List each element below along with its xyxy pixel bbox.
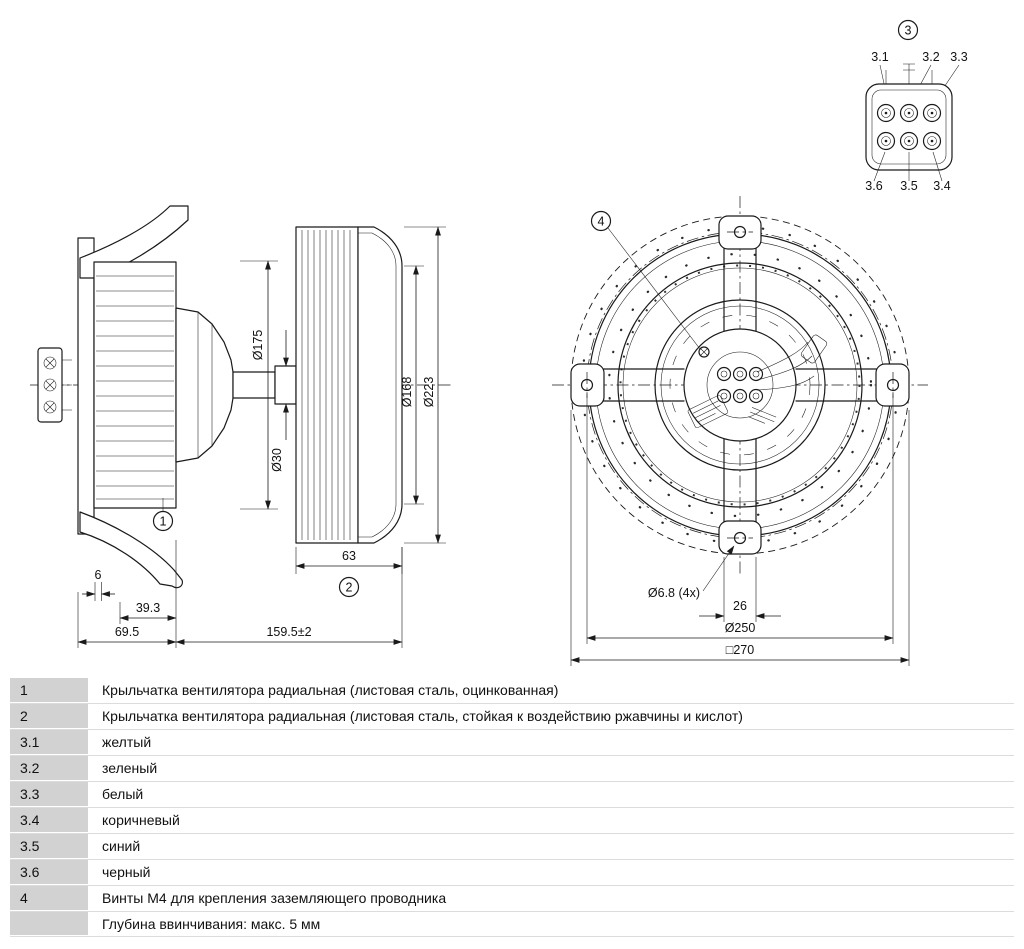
callout-1: 1 xyxy=(160,515,167,529)
legend-text: желтый xyxy=(102,734,152,750)
legend-id: 3.4 xyxy=(10,808,88,833)
shaft xyxy=(232,365,297,405)
inlet-ring xyxy=(654,299,826,471)
motor-bell xyxy=(175,307,234,463)
callout-4-circle xyxy=(590,210,612,232)
legend-text: черный xyxy=(102,864,151,880)
pin-label-3-1: 3.1 xyxy=(871,50,888,64)
legend-id: 3.2 xyxy=(10,756,88,781)
pin-label-3-3: 3.3 xyxy=(950,50,967,64)
legend-row: 3.6 черный xyxy=(10,860,1014,886)
pin-label-3-5: 3.5 xyxy=(900,179,917,193)
front-dimensions: Ø6.8 (4x) 26 Ø250 □270 xyxy=(570,392,910,666)
rating-label xyxy=(687,395,729,429)
spider-arms xyxy=(570,215,910,555)
dim-d250: Ø250 xyxy=(725,621,756,635)
tab-south xyxy=(718,520,762,555)
callout-3-circle xyxy=(897,19,919,41)
legend-row: 3.5 синий xyxy=(10,834,1014,860)
technical-drawing: Ø175 Ø30 Ø168 Ø223 63 2 1 xyxy=(30,19,968,666)
legend-id xyxy=(10,912,88,936)
dim-26: 26 xyxy=(733,599,747,613)
legend-id: 1 xyxy=(10,678,88,703)
legend-text: синий xyxy=(102,838,141,854)
legend-row: 3.1 желтый xyxy=(10,730,1014,756)
legend-row: 4 Винты M4 для крепления заземляющего пр… xyxy=(10,886,1014,912)
hub-connector xyxy=(800,334,828,364)
dim-sq270: □270 xyxy=(726,643,754,657)
legend-text: Крыльчатка вентилятора радиальная (листо… xyxy=(102,682,559,698)
callout-4: 4 xyxy=(598,215,605,229)
dim-d6-8: Ø6.8 (4x) xyxy=(648,586,700,600)
dim-d168: Ø168 xyxy=(400,377,414,408)
legend-row: 3.3 белый xyxy=(10,782,1014,808)
dim-d30: Ø30 xyxy=(270,448,284,472)
side-dimensions: Ø175 Ø30 Ø168 Ø223 63 2 1 xyxy=(77,226,446,648)
legend-text: белый xyxy=(102,786,144,802)
dim-6: 6 xyxy=(95,568,102,582)
callout-2: 2 xyxy=(346,581,353,595)
legend-text: Глубина ввинчивания: макс. 5 мм xyxy=(102,916,321,932)
hub-terminals xyxy=(683,328,828,442)
callout-2-circle xyxy=(338,576,360,598)
legend-id: 3.6 xyxy=(10,860,88,885)
legend-text: Винты M4 для крепления заземляющего пров… xyxy=(102,890,447,906)
legend-id: 3.5 xyxy=(10,834,88,859)
tab-east xyxy=(875,363,910,407)
dim-d175: Ø175 xyxy=(251,330,265,361)
legend-row: 2 Крыльчатка вентилятора радиальная (лис… xyxy=(10,704,1014,730)
legend-id: 4 xyxy=(10,886,88,911)
connector-detail: 3 3.1 3.2 3.3 3.6 3.5 3.4 xyxy=(865,19,968,193)
legend-row: 1 Крыльчатка вентилятора радиальная (лис… xyxy=(10,678,1014,704)
tab-north xyxy=(718,215,762,250)
impeller-outline xyxy=(617,262,863,508)
dim-69-5: 69.5 xyxy=(115,625,139,639)
pin-label-3-6: 3.6 xyxy=(865,179,882,193)
dim-63: 63 xyxy=(342,549,356,563)
grounding-screw xyxy=(698,346,710,358)
legend-row: 3.4 коричневый xyxy=(10,808,1014,834)
legend-text: зеленый xyxy=(102,760,158,776)
side-view: Ø175 Ø30 Ø168 Ø223 63 2 1 xyxy=(30,205,452,648)
dim-39-3: 39.3 xyxy=(136,601,160,615)
legend-row: Глубина ввинчивания: макс. 5 мм xyxy=(10,912,1014,937)
legend-id: 3.1 xyxy=(10,730,88,755)
callout-1-circle xyxy=(152,510,174,532)
legend-id: 3.3 xyxy=(10,782,88,807)
mounting-bracket xyxy=(77,205,189,589)
callout-3: 3 xyxy=(905,24,912,38)
tab-west xyxy=(570,363,605,407)
pin-label-3-4: 3.4 xyxy=(933,179,950,193)
pin-label-3-2: 3.2 xyxy=(922,50,939,64)
hub-wires xyxy=(756,341,815,391)
front-view: 4 Ø6.8 (4x) 26 Ø250 □270 xyxy=(552,196,928,666)
motor-body xyxy=(93,261,177,509)
rating-label-2 xyxy=(748,407,777,424)
dim-159-5: 159.5±2 xyxy=(266,625,311,639)
impeller xyxy=(295,226,403,544)
legend-text: коричневый xyxy=(102,812,180,828)
legend-text: Крыльчатка вентилятора радиальная (листо… xyxy=(102,708,743,724)
dim-d223: Ø223 xyxy=(422,377,436,408)
legend-row: 3.2 зеленый xyxy=(10,756,1014,782)
legend-table: 1 Крыльчатка вентилятора радиальная (лис… xyxy=(10,678,1014,937)
side-terminal-box xyxy=(37,347,72,423)
legend-id: 2 xyxy=(10,704,88,729)
